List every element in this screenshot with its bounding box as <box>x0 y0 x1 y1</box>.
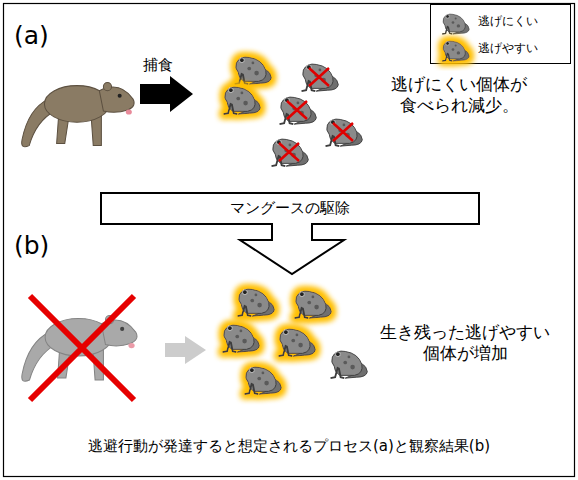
removal-cross <box>30 296 134 400</box>
text-label: 逃げにくい個体が 食べられ減少。 <box>383 74 535 117</box>
frog-icon <box>223 325 260 352</box>
text-label: (b) <box>14 230 64 261</box>
frog-icon <box>245 367 282 394</box>
legend-label: 逃げにくい <box>478 14 538 29</box>
frog-icon <box>326 119 363 146</box>
legend-frog-icon <box>442 14 469 34</box>
outer-frame <box>4 4 575 477</box>
node-text: マングースの駆除 <box>100 192 480 224</box>
frog-icon <box>224 87 261 114</box>
legend-frog-icon <box>442 41 469 61</box>
block-arrow-shape <box>101 193 479 274</box>
frog-icon <box>302 64 339 91</box>
frog-icon <box>279 329 316 356</box>
legend-label: 逃げやすい <box>478 41 538 56</box>
frog-icon <box>331 351 368 378</box>
block-arrow: マングースの駆除 <box>100 192 480 276</box>
legend-box <box>431 5 571 64</box>
text-label: (a) <box>14 20 64 51</box>
frog-icon <box>295 291 332 318</box>
text-label: 生き残った逃げやすい 個体が増加 <box>366 322 564 365</box>
frog-icon <box>235 57 272 84</box>
eaten-cross <box>279 68 353 161</box>
frog-icon <box>272 139 309 166</box>
text-label: 捕食 <box>143 56 193 75</box>
frog-icon <box>238 289 275 316</box>
faded-arrow <box>165 336 206 364</box>
figure-caption: 逃避行動が発達すると想定されるプロセス(a)と観察結果(b) <box>0 437 578 456</box>
predation-arrow <box>140 76 193 112</box>
frog-icon <box>280 97 317 124</box>
mongoose-photo <box>22 83 134 147</box>
